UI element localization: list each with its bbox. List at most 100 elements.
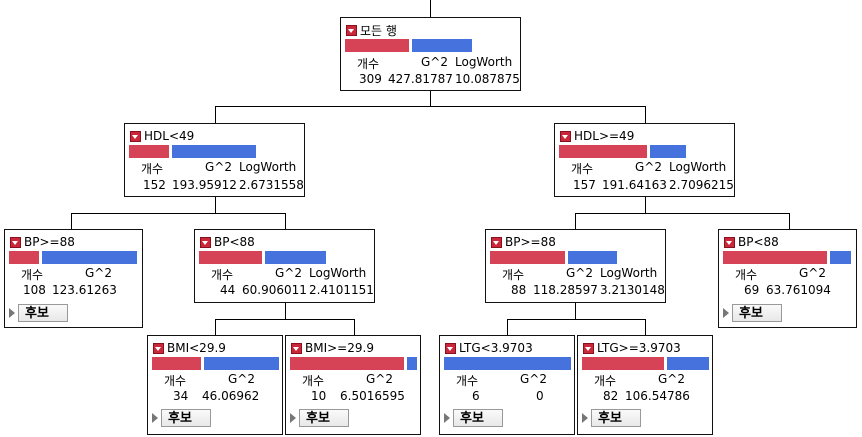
g2-label: G^2: [85, 266, 112, 280]
disclosure-triangle-icon[interactable]: [444, 413, 450, 423]
count-value: 157: [573, 178, 596, 192]
logworth-value: 2.7096215: [669, 178, 734, 192]
response-bar-blue: [407, 357, 417, 370]
tree-node-hdl-ge-49: HDL>=49 개수 G^2 LogWorth 157 191.64163 2.…: [554, 123, 735, 197]
logworth-value: 3.2130148: [600, 283, 665, 297]
disclosure-triangle-icon[interactable]: [582, 413, 588, 423]
g2-label: G^2: [228, 372, 255, 386]
candidates-row: 후보: [444, 408, 503, 428]
count-value: 108: [23, 283, 46, 297]
node-menu-triangle-icon[interactable]: [153, 342, 164, 354]
response-bar-blue: [42, 251, 137, 264]
count-value: 44: [220, 283, 236, 297]
node-menu-triangle-icon[interactable]: [130, 130, 141, 142]
tree-node-root: 모든 행 개수 G^2 LogWorth 309 427.81787 10.08…: [340, 17, 521, 91]
candidates-button[interactable]: 후보: [591, 409, 641, 427]
node-menu-triangle-icon[interactable]: [491, 236, 502, 248]
response-bar-blue: [204, 357, 279, 370]
tree-node-bp-ge-88-right: BP>=88 개수 G^2 LogWorth 88 118.28597 3.21…: [485, 229, 666, 303]
node-menu-triangle-icon[interactable]: [291, 342, 302, 354]
logworth-label: LogWorth: [600, 266, 658, 280]
node-label: LTG>=3.9703: [597, 341, 681, 355]
node-menu-triangle-icon[interactable]: [445, 342, 456, 354]
response-bar-blue: [830, 251, 851, 264]
logworth-label: LogWorth: [455, 55, 513, 69]
g2-label: G^2: [366, 372, 393, 386]
disclosure-triangle-icon[interactable]: [9, 308, 15, 318]
g2-value: 106.54786: [625, 389, 690, 403]
count-value: 6: [472, 389, 480, 403]
count-value: 10: [311, 389, 327, 403]
logworth-label: LogWorth: [669, 160, 727, 174]
g2-label: G^2: [566, 266, 593, 280]
candidates-button[interactable]: 후보: [453, 409, 503, 427]
response-bar-red: [129, 145, 169, 158]
count-value: 82: [603, 389, 619, 403]
g2-label: G^2: [520, 372, 547, 386]
node-label: 모든 행: [360, 23, 397, 38]
node-label: BMI>=29.9: [305, 341, 374, 355]
response-bar-blue: [412, 39, 472, 52]
g2-value: 123.61263: [52, 283, 117, 297]
count-value: 69: [744, 283, 760, 297]
tree-node-hdl-lt-49: HDL<49 개수 G^2 LogWorth 152 193.95912 2.6…: [124, 123, 305, 197]
response-bar-red: [582, 357, 664, 370]
node-label: BP>=88: [24, 235, 75, 249]
g2-label: G^2: [635, 160, 662, 174]
count-label: 개수: [141, 162, 164, 176]
logworth-value: 2.6731558: [239, 178, 304, 192]
node-label: LTG<3.9703: [459, 341, 533, 355]
response-bar-red: [9, 251, 39, 264]
node-menu-triangle-icon[interactable]: [346, 24, 357, 36]
g2-value: 0: [536, 389, 544, 403]
g2-label: G^2: [275, 266, 302, 280]
node-label: HDL>=49: [574, 129, 635, 143]
node-menu-triangle-icon[interactable]: [724, 236, 735, 248]
g2-value: 46.06962: [202, 389, 260, 403]
g2-value: 193.95912: [172, 178, 237, 192]
count-label: 개수: [456, 374, 479, 388]
response-bar-red: [152, 357, 201, 370]
logworth-label: LogWorth: [309, 266, 367, 280]
node-menu-triangle-icon[interactable]: [560, 130, 571, 142]
g2-value: 427.81787: [388, 72, 453, 86]
node-menu-triangle-icon[interactable]: [583, 342, 594, 354]
logworth-value: 2.4101151: [309, 283, 374, 297]
g2-value: 118.28597: [533, 283, 598, 297]
node-label: BP>=88: [505, 235, 556, 249]
tree-node-ltg-ge-3-9703: LTG>=3.9703 개수 G^2 82 106.54786 후보: [577, 335, 713, 435]
g2-label: G^2: [658, 372, 685, 386]
disclosure-triangle-icon[interactable]: [723, 308, 729, 318]
count-value: 152: [143, 178, 166, 192]
candidates-button[interactable]: 후보: [299, 409, 349, 427]
tree-node-bmi-lt-29-9: BMI<29.9 개수 G^2 34 46.06962 후보: [147, 335, 283, 435]
node-menu-triangle-icon[interactable]: [10, 236, 21, 248]
disclosure-triangle-icon[interactable]: [152, 413, 158, 423]
disclosure-triangle-icon[interactable]: [290, 413, 296, 423]
count-value: 34: [173, 389, 189, 403]
candidates-row: 후보: [290, 408, 349, 428]
count-value: 88: [511, 283, 527, 297]
tree-node-bp-lt-88-left: BP<88 개수 G^2 LogWorth 44 60.906011 2.410…: [194, 229, 375, 303]
candidates-button[interactable]: 후보: [18, 304, 68, 322]
count-label: 개수: [211, 268, 234, 282]
count-label: 개수: [357, 57, 380, 71]
node-menu-triangle-icon[interactable]: [200, 236, 211, 248]
response-bar-red: [199, 251, 262, 264]
candidates-row: 후보: [9, 303, 68, 323]
response-bar-red: [345, 39, 409, 52]
count-label: 개수: [502, 268, 525, 282]
tree-node-bmi-ge-29-9: BMI>=29.9 개수 G^2 10 6.5016595 후보: [285, 335, 421, 435]
node-label: BP<88: [214, 235, 255, 249]
response-bar-blue: [667, 357, 709, 370]
candidates-row: 후보: [582, 408, 641, 428]
count-value: 309: [359, 72, 382, 86]
candidates-button[interactable]: 후보: [161, 409, 211, 427]
node-label: BMI<29.9: [167, 341, 226, 355]
count-label: 개수: [735, 268, 758, 282]
count-label: 개수: [21, 268, 44, 282]
response-bar-red: [490, 251, 565, 264]
response-bar-blue: [568, 251, 617, 264]
candidates-button[interactable]: 후보: [732, 304, 782, 322]
